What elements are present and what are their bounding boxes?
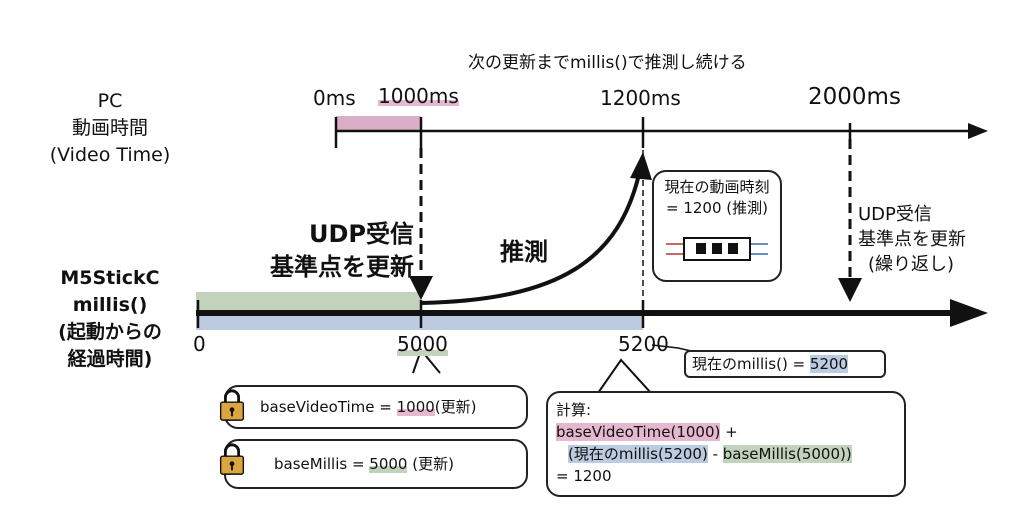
udp-repeat-line: UDP受信 — [858, 204, 932, 225]
current-time-line: = 1200 (推測) — [666, 199, 768, 217]
base-video-time-box: baseVideoTime = 1000(更新) — [224, 385, 528, 429]
calc-title: 計算: — [556, 401, 592, 419]
udp-sync-line: UDP受信 — [309, 220, 414, 248]
calculation-box: 計算: baseVideoTime(1000) + (現在のmillis(520… — [546, 391, 906, 497]
calc-plus: + — [720, 423, 738, 441]
base-millis-prefix: baseMillis = — [274, 455, 370, 473]
led-strip-icon — [666, 237, 768, 261]
current-time-line: 現在の動画時刻 — [664, 178, 770, 196]
estimate-label: 推測 — [500, 238, 548, 266]
m5-arrowhead — [950, 299, 988, 327]
estimate-curve-arrow — [420, 169, 642, 305]
current-millis-value: 5200 — [809, 355, 849, 373]
m5-tick-label: 5200 — [618, 332, 669, 356]
m5-label-line: millis() — [72, 294, 148, 316]
m5-label-line: M5StickC — [60, 267, 160, 289]
m5-label-line: (起動からの — [58, 321, 162, 343]
base-video-value: 1000 — [396, 398, 435, 416]
current-millis-prefix: 現在のmillis() = — [692, 355, 810, 373]
lock-icon — [219, 443, 245, 475]
m5-label-line: 経過時間) — [67, 348, 153, 370]
pc-label: PC 動画時間 (Video Time) — [40, 88, 180, 169]
pc-tick-label: 0ms — [313, 86, 356, 110]
pc-pink-span — [336, 116, 421, 131]
calc-base-millis-term: baseMillis(5000)) — [722, 445, 852, 463]
base-video-suffix: (更新) — [434, 398, 477, 416]
m5-label: M5StickC millis() (起動からの 経過時間) — [25, 265, 195, 373]
current-millis-box: 現在のmillis() = 5200 — [684, 350, 886, 378]
pc-label-line: 動画時間 — [71, 117, 148, 139]
udp-sync-line: 基準点を更新 — [270, 253, 414, 281]
udp-repeat-line: (繰り返し) — [868, 254, 955, 275]
udp-repeat-label: UDP受信 基準点を更新 (繰り返し) — [858, 202, 966, 277]
calc-current-millis-term: (現在のmillis(5200) — [568, 445, 708, 463]
pc-tick-label: 1000ms — [378, 84, 459, 108]
m5-tick-label: 5000 — [397, 332, 448, 356]
base-millis-suffix: (更新) — [407, 455, 454, 473]
m5-tick-label: 0 — [193, 332, 206, 356]
current-time-box: 現在の動画時刻 = 1200 (推測) — [652, 170, 782, 282]
udp-sync-label: UDP受信 基準点を更新 — [220, 218, 414, 284]
lock-icon — [219, 389, 245, 421]
m5-green-span — [196, 292, 421, 310]
calc-base-video-term: baseVideoTime(1000) — [556, 423, 721, 441]
pc-tick-label: 2000ms — [808, 84, 901, 110]
pc-arrowhead — [968, 123, 988, 139]
base-millis-box: baseMillis = 5000 (更新) — [224, 439, 528, 489]
udp-repeat-line: 基準点を更新 — [858, 229, 966, 250]
calc-minus: - — [707, 445, 723, 463]
pc-label-line: PC — [97, 90, 123, 112]
base-millis-value: 5000 — [369, 455, 408, 473]
title: 次の更新までmillis()で推測し続ける — [468, 53, 747, 73]
calc-result: = 1200 — [556, 467, 612, 485]
base-video-prefix: baseVideoTime = — [260, 398, 397, 416]
pc-tick-label: 1200ms — [600, 86, 681, 110]
pc-label-line: (Video Time) — [49, 144, 171, 166]
m5-blue-span — [196, 313, 643, 330]
